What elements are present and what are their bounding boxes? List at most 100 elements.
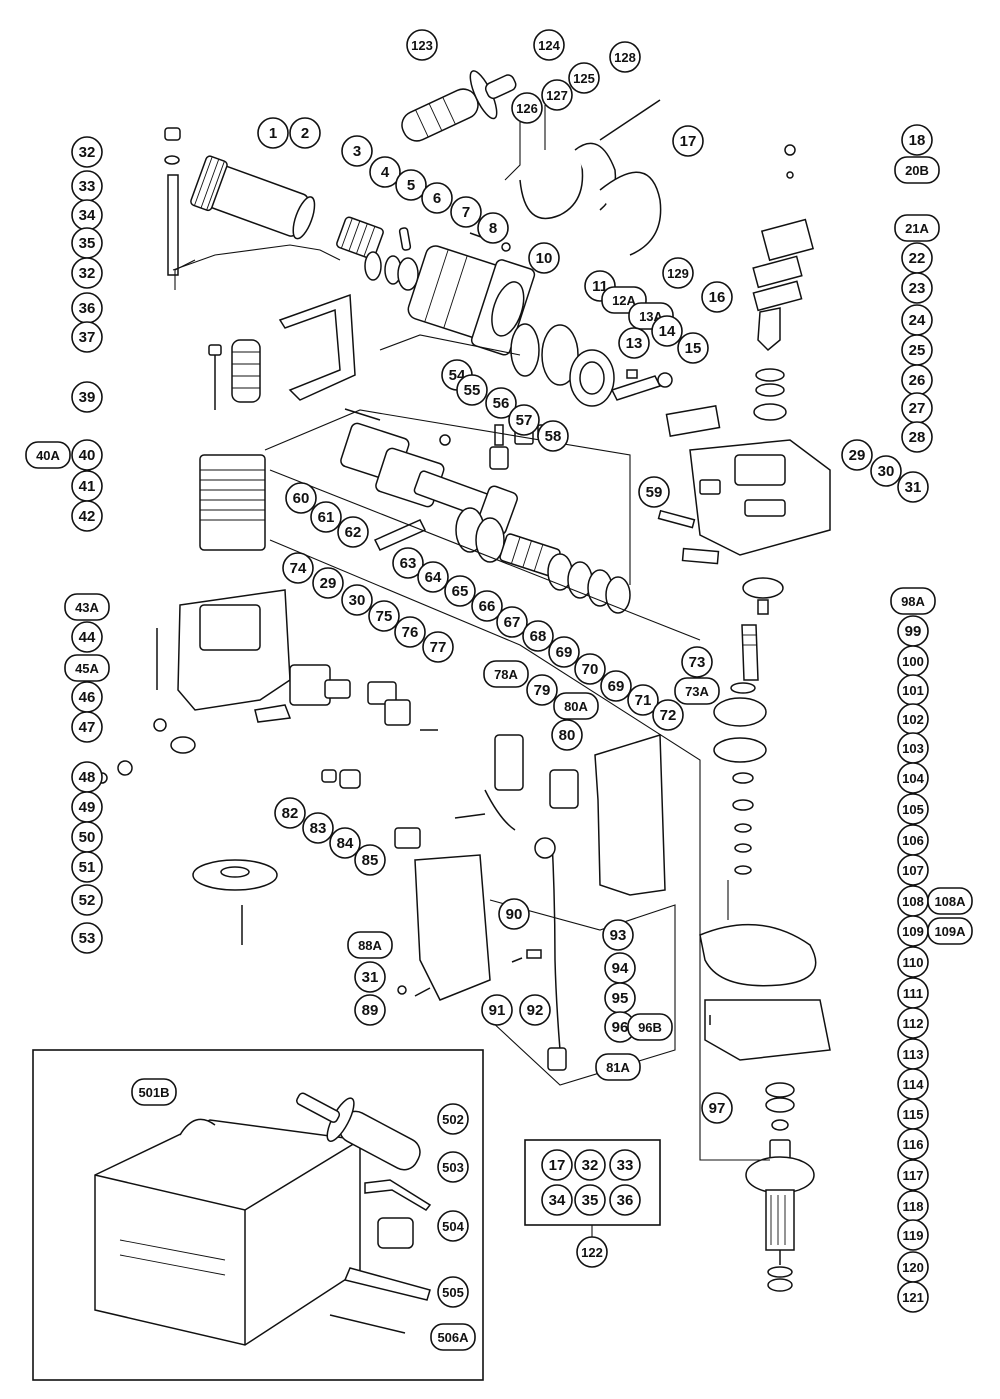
part-callout-labels-middle-text: 75: [376, 608, 393, 625]
end-cap-hub: [220, 866, 250, 878]
ring-part: [755, 368, 785, 382]
washer-part: [153, 718, 167, 732]
part-callout-labels-top-text: 15: [685, 340, 702, 357]
part-callout-labels-top-text: 123: [411, 38, 433, 53]
part-callout-labels-left-text: 42: [79, 508, 96, 525]
part-callout-labels-middle-text: 60: [293, 490, 310, 507]
brush-part: [321, 769, 337, 783]
part-callout-labels-middle-text: 67: [504, 614, 521, 631]
part-callout-labels-right: 103: [897, 732, 929, 764]
gasket: [752, 280, 803, 312]
part-callout-kit-items: 33: [609, 1149, 641, 1181]
part-callout-labels-middle: 95: [604, 982, 636, 1014]
part-callout-labels-top-text: 4: [381, 164, 390, 181]
part-callout-labels-middle: 67: [496, 606, 528, 638]
part-callout-labels-right-text: 31: [905, 479, 922, 496]
part-callout-labels-middle-text: 96B: [638, 1020, 662, 1035]
part-callout-kit-items: 36: [609, 1184, 641, 1216]
part-callout-labels-top-text: 12A: [612, 293, 636, 308]
part-callout-labels-right: 27: [901, 392, 933, 424]
part-callout-labels-middle: 63: [392, 547, 424, 579]
part-callout-labels-right: 109A: [927, 917, 973, 945]
rod-part: [167, 174, 179, 276]
part-callout-labels-middle-text: 73A: [685, 684, 709, 699]
part-callout-labels-right: 101: [897, 674, 929, 706]
ring-part: [364, 251, 382, 281]
part-callout-labels-middle-text: 71: [635, 692, 652, 709]
cord-part: [551, 839, 561, 1051]
part-callout-kit-items: 35: [574, 1184, 606, 1216]
grease-tube-part: [343, 1267, 431, 1301]
part-callout-labels-middle-text: 83: [310, 820, 327, 837]
part-callout-labels-middle-text: 77: [430, 639, 447, 656]
part-callout-labels-left-text: 47: [79, 719, 96, 736]
part-callout-labels-middle: 59: [638, 476, 670, 508]
handle-half-part: [414, 854, 491, 1001]
plate-part: [665, 404, 721, 438]
part-callout-labels-middle: 56: [485, 387, 517, 419]
part-callout-labels-top-text: 126: [516, 101, 538, 116]
part-callout-labels-top-text: 3: [353, 143, 361, 160]
part-callout-labels-left: 46: [71, 681, 103, 713]
part-callout-labels-left: 44: [71, 621, 103, 653]
part-callout-accessories-text: 502: [442, 1112, 464, 1127]
part-callout-labels-middle: 92: [519, 994, 551, 1026]
part-callout-kit-items: 34: [541, 1184, 573, 1216]
part-callout-labels-middle-text: 96: [612, 1019, 629, 1036]
front-housing-part: [407, 245, 536, 356]
part-callout-labels-middle: 88A: [347, 931, 393, 959]
part-callout-labels-middle-text: 74: [290, 560, 307, 577]
part-callout-labels-middle-text: 64: [425, 569, 442, 586]
kit-group-callout: 122: [576, 1236, 608, 1268]
part-callout-labels-middle: 93: [602, 919, 634, 951]
ball-part: [439, 434, 451, 446]
part-callout-labels-left-text: 46: [79, 689, 96, 706]
part-callout-accessories: 504: [437, 1210, 469, 1242]
part-callout-labels-middle-text: 78A: [494, 667, 518, 682]
part-callout-labels-middle: 89: [354, 994, 386, 1026]
part-callout-kit-items-text: 33: [617, 1157, 634, 1174]
crank-housing-part: [689, 439, 831, 556]
part-callout-labels-right-text: 101: [902, 683, 924, 698]
crank-shaft: [757, 307, 781, 352]
part-callout-labels-right-text: 109: [902, 924, 924, 939]
part-callout-labels-left: 51: [71, 851, 103, 883]
part-callout-labels-top-text: 11: [592, 278, 608, 295]
part-callout-labels-middle-text: 55: [464, 382, 481, 399]
part-callout-kit-items-text: 34: [549, 1192, 566, 1209]
pin-part: [398, 227, 412, 251]
motor-housing-part: [177, 589, 291, 711]
part-callout-labels-right: 108A: [927, 887, 973, 915]
part-callout-labels-right-text: 25: [909, 342, 926, 359]
part-callout-labels-right: 115: [897, 1098, 929, 1130]
bolt-part: [164, 127, 181, 141]
cylinder-part: [190, 155, 316, 240]
part-callout-labels-middle: 80: [551, 719, 583, 751]
part-callout-labels-right-text: 21A: [905, 221, 929, 236]
part-callout-labels-right-text: 24: [909, 312, 926, 329]
part-callout-labels-middle: 77: [422, 631, 454, 663]
part-callout-labels-top: 17: [672, 125, 704, 157]
part-callout-labels-top: 10: [528, 242, 560, 274]
part-callout-labels-middle: 74: [282, 552, 314, 584]
part-callout-labels-top: 5: [395, 169, 427, 201]
part-callout-labels-middle: 71: [627, 684, 659, 716]
rod-part: [329, 1314, 406, 1334]
bracket-part: [278, 293, 356, 401]
part-callout-labels-top-text: 17: [680, 133, 697, 150]
part-callout-labels-middle-text: 80A: [564, 699, 588, 714]
part-callout-labels-top-text: 8: [489, 220, 497, 237]
part-callout-labels-right-text: 111: [903, 986, 923, 1001]
part-callout-labels-middle-text: 85: [362, 852, 379, 869]
part-callout-labels-left: 42: [71, 500, 103, 532]
part-callout-labels-top: 1: [257, 117, 289, 149]
part-callout-labels-right: 112: [897, 1007, 929, 1039]
part-callout-labels-middle-text: 65: [452, 583, 469, 600]
key-part: [757, 599, 769, 615]
accessory-kit-frame: [32, 1049, 484, 1381]
part-callout-labels-middle-text: 68: [530, 628, 547, 645]
stator-part: [199, 454, 266, 551]
bearing-part: [767, 1278, 793, 1292]
